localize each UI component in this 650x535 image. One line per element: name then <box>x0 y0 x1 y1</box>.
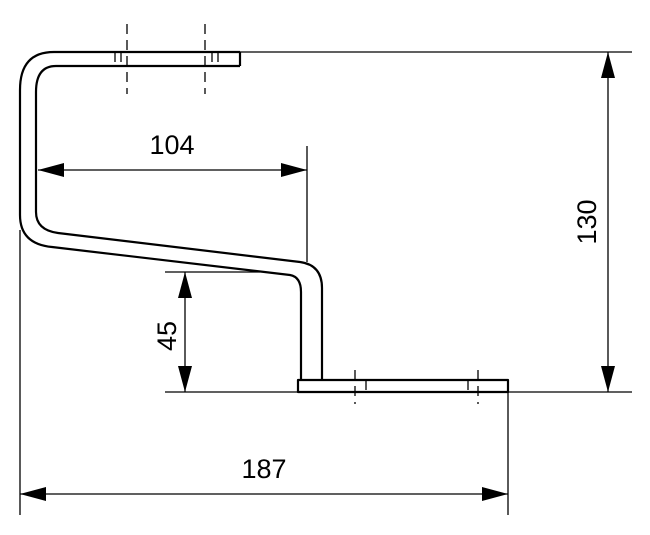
bracket-outer-edge <box>18 50 303 380</box>
bottom-foot-plate <box>296 378 510 394</box>
dim-45-arrow-top <box>178 272 192 298</box>
dimension-total-height: 130 <box>572 52 615 392</box>
dim-187-label: 187 <box>241 454 286 484</box>
dim-130-label: 130 <box>572 199 602 244</box>
dim-104-label: 104 <box>149 130 194 160</box>
bracket-inner-edge <box>34 64 324 380</box>
dimension-total-width: 187 <box>20 454 508 501</box>
dim-130-arrow-bottom <box>601 366 615 392</box>
extension-lines <box>19 51 632 515</box>
dimension-top-width: 104 <box>38 130 307 177</box>
hole-centerlines <box>114 24 479 404</box>
bracket-part <box>18 50 510 394</box>
dim-187-arrow-right <box>482 487 508 501</box>
dim-130-arrow-top <box>601 52 615 78</box>
dimension-lower-height: 45 <box>152 272 192 392</box>
dim-104-arrow-left <box>38 163 64 177</box>
dim-187-arrow-left <box>20 487 46 501</box>
dim-104-arrow-right <box>281 163 307 177</box>
dim-45-arrow-bottom <box>178 366 192 392</box>
dim-45-label: 45 <box>152 321 182 351</box>
